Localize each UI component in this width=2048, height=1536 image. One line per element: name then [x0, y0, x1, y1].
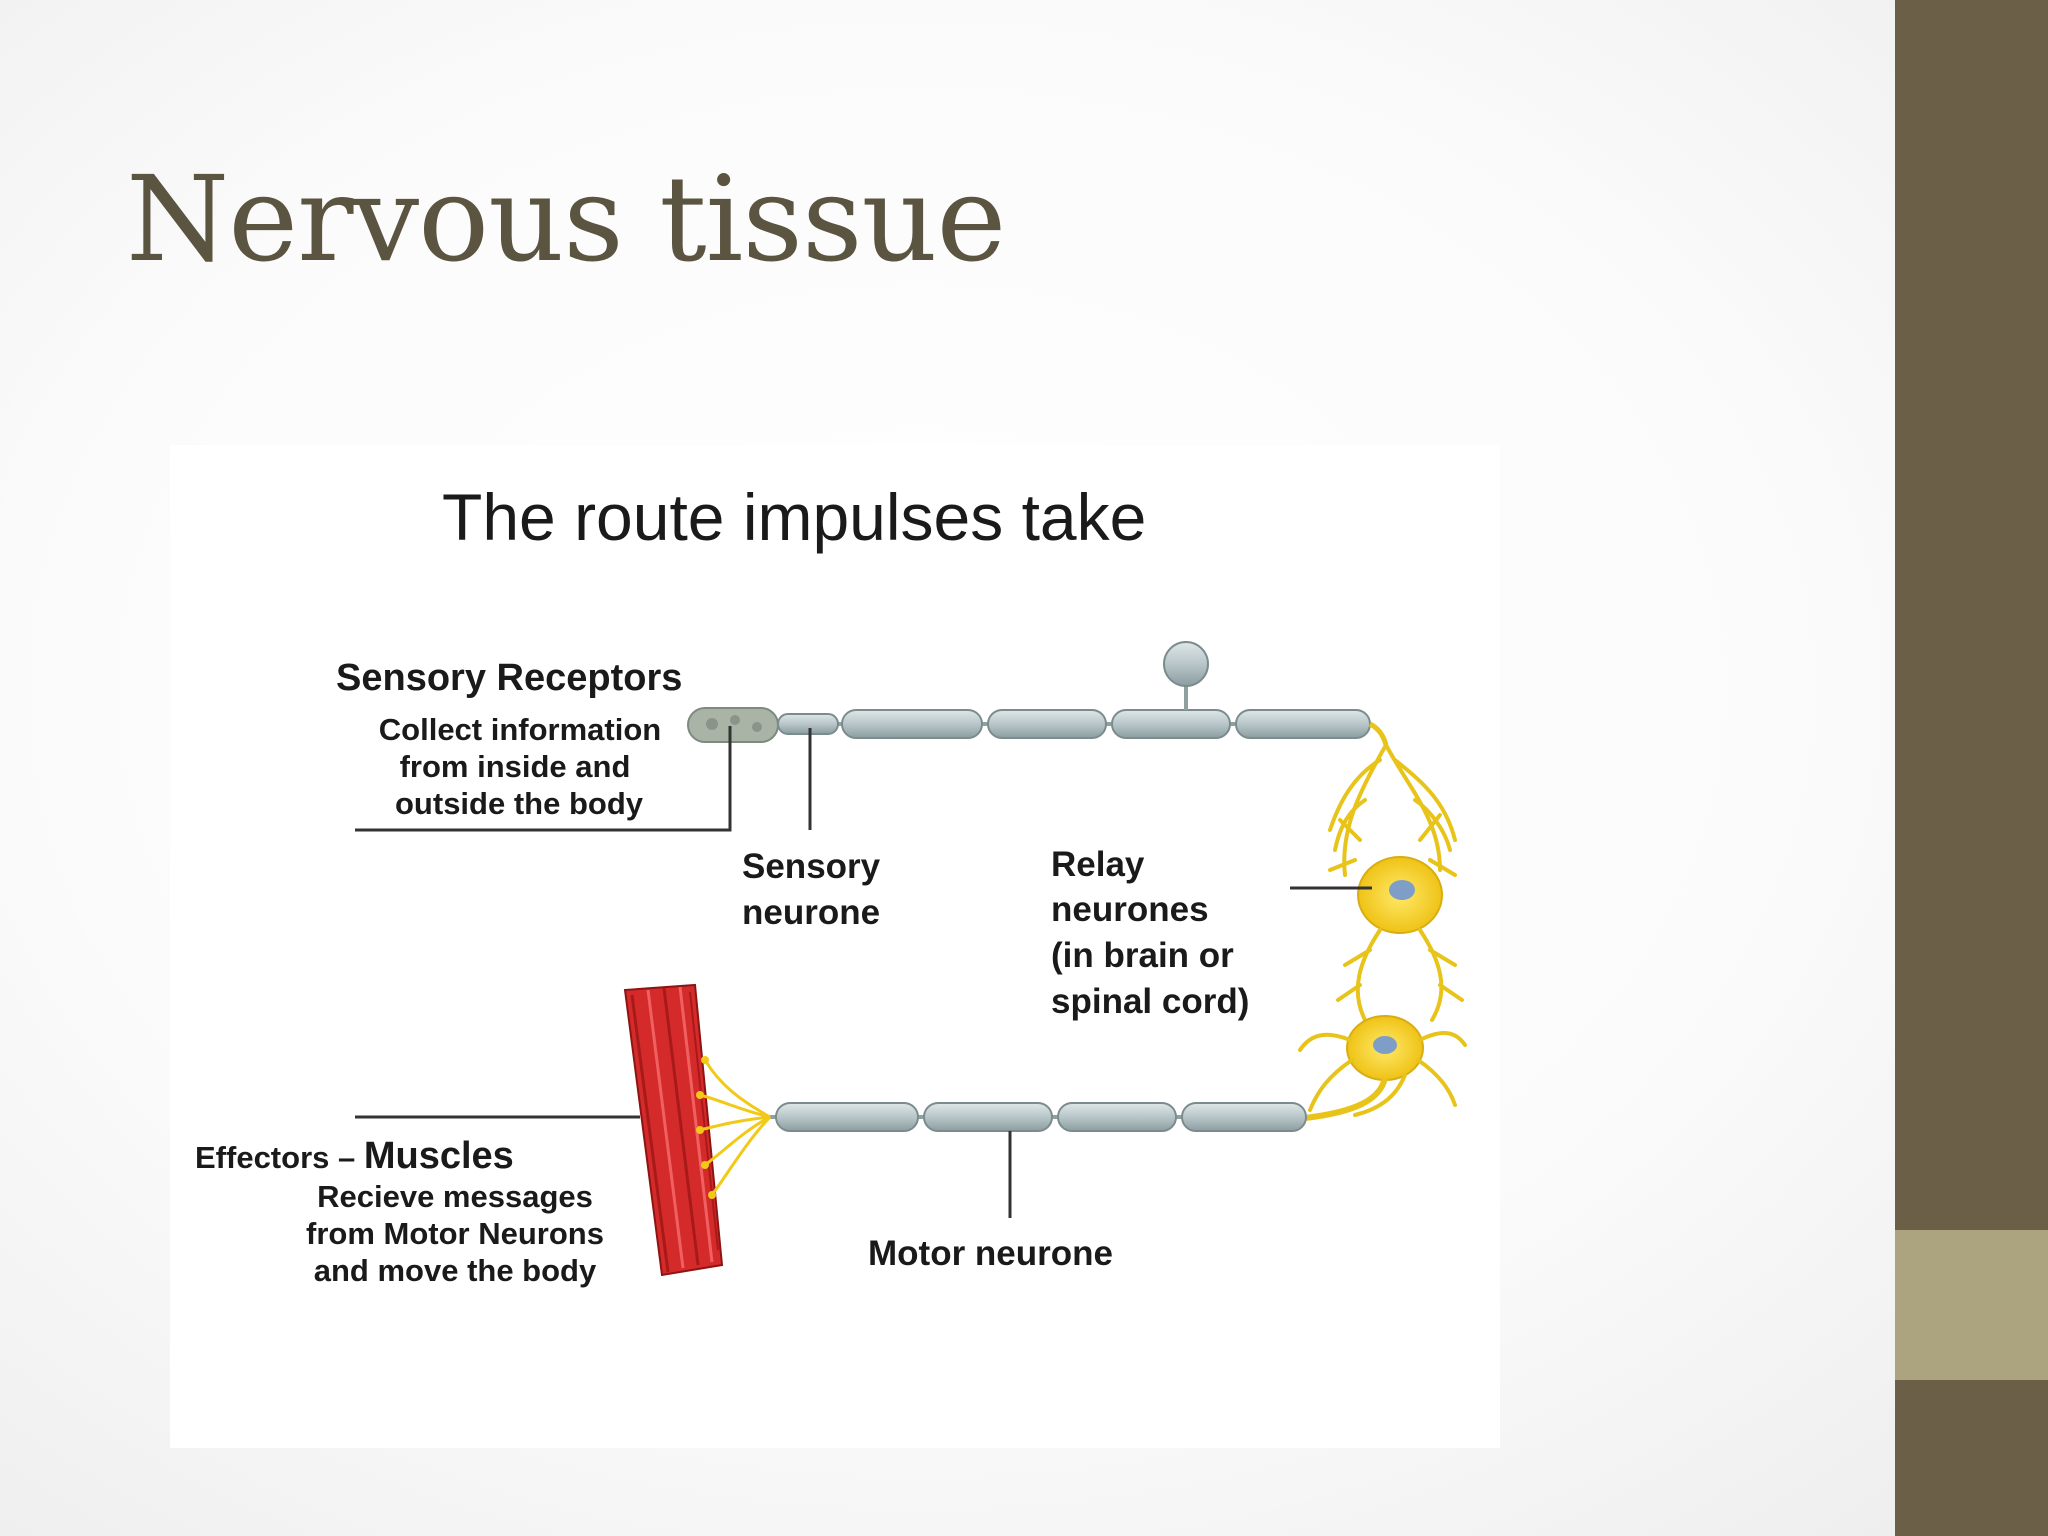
sensory-receptors-pointer [355, 726, 732, 832]
slide-title: Nervous tissue [126, 150, 1006, 288]
label-sensory-receptors: Sensory Receptors [336, 657, 682, 699]
label-relay-line-3: (in brain or [1051, 936, 1234, 975]
label-relay-line-1: Relay [1051, 845, 1145, 884]
label-relay-line-4: spinal cord) [1051, 982, 1249, 1021]
label-sensory-receptors-line-3: outside the body [395, 786, 644, 821]
muscle-effector [623, 983, 772, 1277]
label-effectors-line-1: Recieve messages [317, 1179, 593, 1214]
label-effectors-line-3: and move the body [314, 1253, 597, 1288]
label-effectors-muscles: Muscles [364, 1135, 514, 1177]
sensory-neurone [687, 641, 1389, 746]
label-effectors-prefix: Effectors – [195, 1140, 364, 1175]
label-sensory-neurone-line-1: Sensory [742, 847, 881, 886]
diagram-title: The route impulses take [442, 480, 1146, 554]
sensory-receptor-ending [687, 707, 779, 743]
label-effectors: Effectors – Muscles [195, 1135, 514, 1177]
motor-neurone [770, 1102, 1307, 1218]
diagram-panel [170, 445, 1500, 1448]
label-sensory-receptors-line-2: from inside and [400, 749, 631, 784]
label-effectors-line-2: from Motor Neurons [306, 1216, 604, 1251]
label-motor-neurone: Motor neurone [868, 1234, 1113, 1273]
label-relay-line-2: neurones [1051, 890, 1209, 929]
label-sensory-receptors-line-1: Collect information [379, 712, 661, 747]
sidebar-accent-block [1895, 1230, 2048, 1380]
sensory-cell-body [1163, 641, 1209, 687]
label-sensory-neurone-line-2: neurone [742, 893, 880, 932]
relay-neurones [1290, 743, 1467, 1121]
